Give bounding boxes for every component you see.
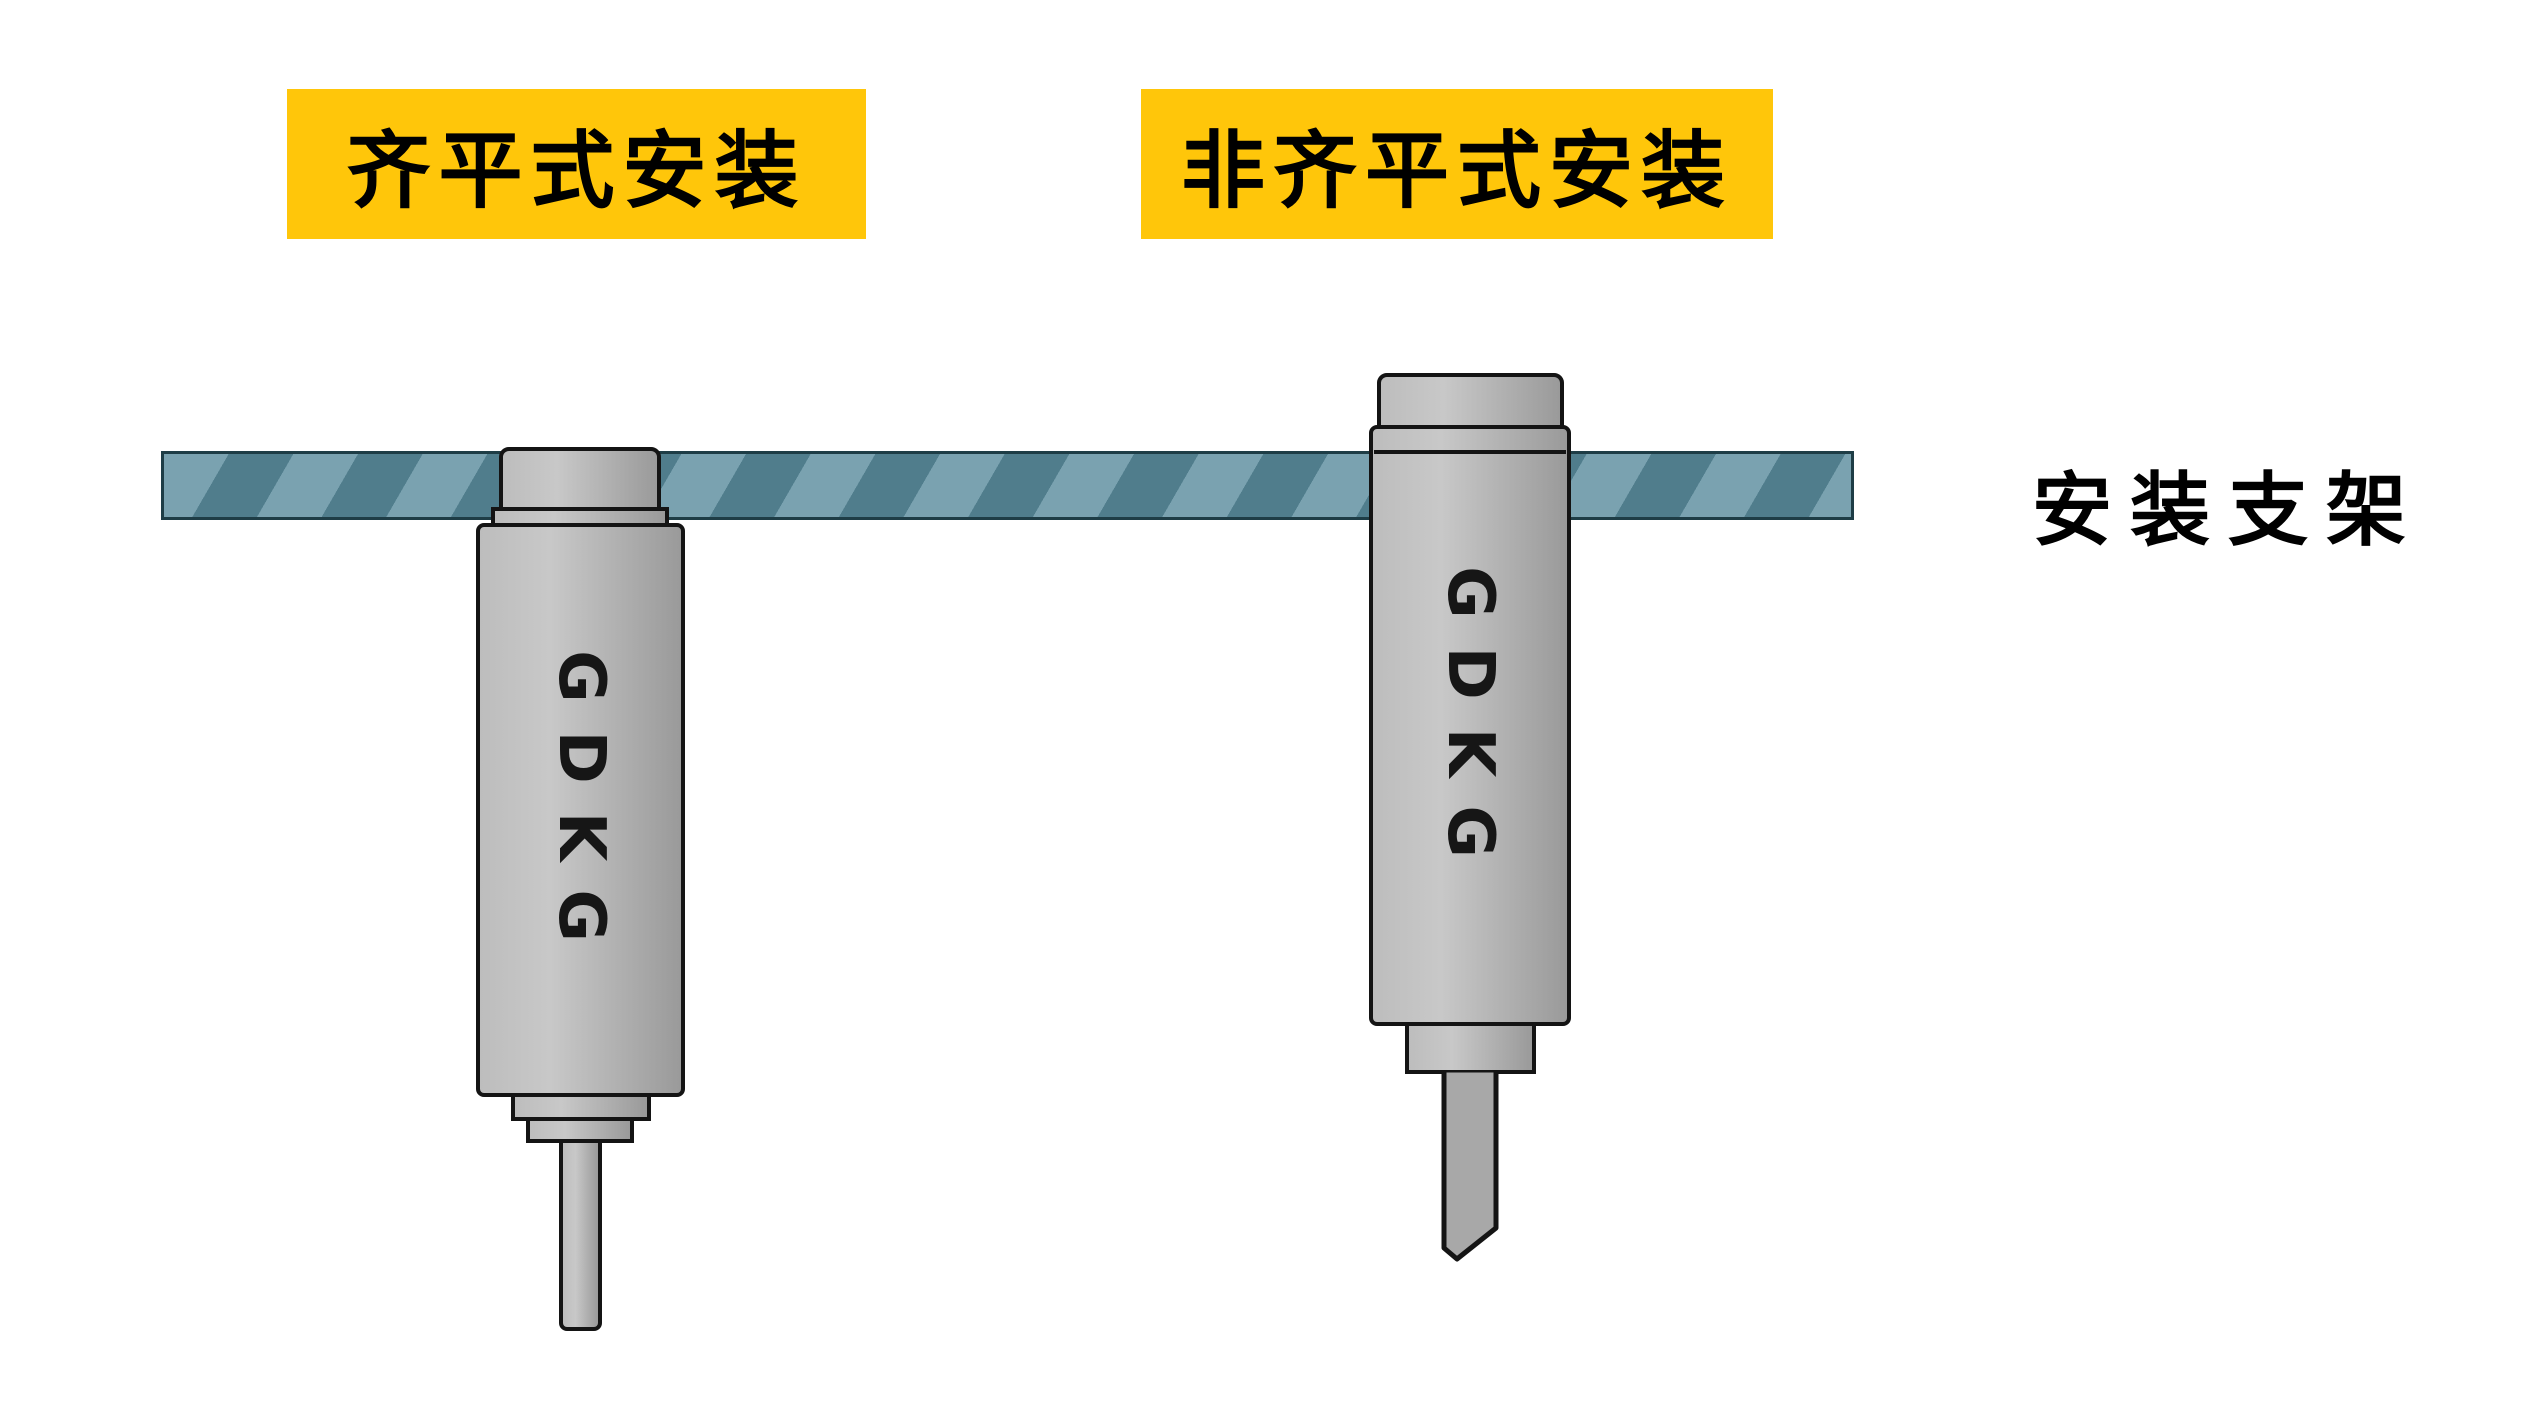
sensor-cap bbox=[1377, 373, 1564, 429]
bracket-label: 安装支架 bbox=[2032, 464, 2424, 557]
non-flush-mount-label: 非齐平式安装 bbox=[1141, 89, 1773, 239]
sensor-body: GDKG bbox=[1369, 425, 1571, 1026]
sensor-seam-line bbox=[1374, 450, 1566, 454]
sensor-probe bbox=[1441, 1070, 1499, 1262]
non-flush-sensor: GDKG bbox=[1369, 373, 1571, 1273]
sensor-body: GDKG bbox=[476, 523, 685, 1097]
flush-mount-label: 齐平式安装 bbox=[287, 89, 866, 239]
sensor-brand-text: GDKG bbox=[1433, 565, 1507, 886]
flush-sensor: GDKG bbox=[476, 447, 685, 1347]
sensor-collar bbox=[1405, 1022, 1536, 1074]
sensor-brand-text: GDKG bbox=[543, 650, 618, 970]
sensor-probe bbox=[559, 1139, 602, 1331]
mounting-bracket-bar bbox=[161, 451, 1854, 520]
